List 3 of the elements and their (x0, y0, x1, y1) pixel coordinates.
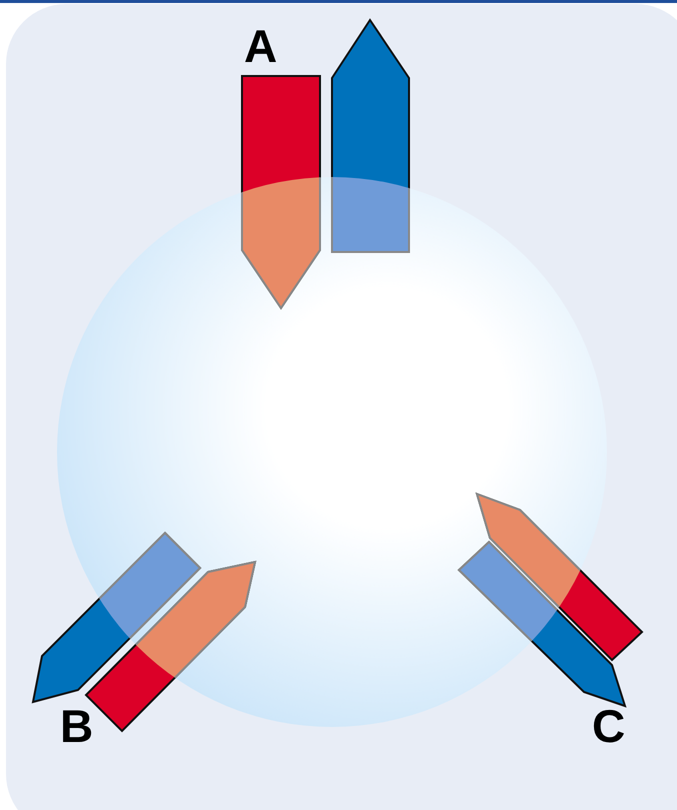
point-label: A (244, 22, 278, 70)
point-label: B (60, 702, 94, 750)
point-label: C (592, 702, 626, 750)
